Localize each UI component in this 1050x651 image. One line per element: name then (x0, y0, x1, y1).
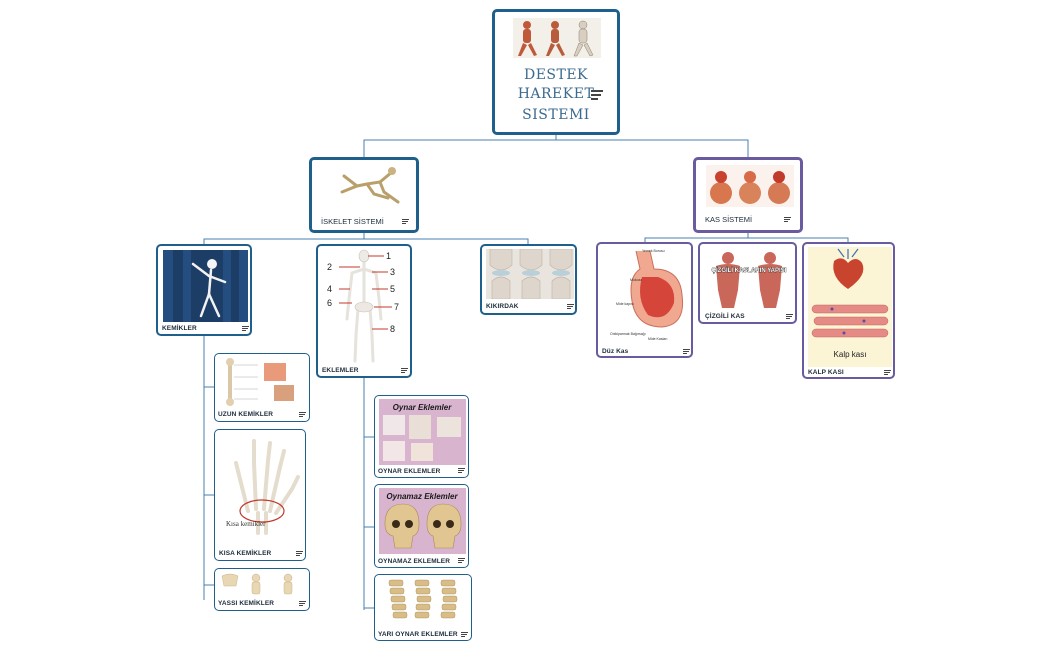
kikirdak-node[interactable]: KIKIRDAK (480, 244, 577, 315)
stomach-smooth-muscle-image: Yemek Borusu Mukoza Mide kapısı Onikipar… (602, 247, 690, 345)
hand-bones-image: Kısa kemikler (226, 439, 300, 535)
oynamaz-eklemler-node[interactable]: Oynamaz Eklemler OYNAMAZ EKLEMLER (374, 484, 469, 568)
long-bone-diagram-image (218, 357, 306, 407)
joint-number-2: 2 (327, 262, 332, 272)
oynar-eklemler-node[interactable]: Oynar Eklemler OYNAR EKLEMLER (374, 395, 469, 478)
oynamaz-eklemler-label: OYNAMAZ EKLEMLER (378, 558, 451, 565)
eklemler-node[interactable]: 1 2 3 4 5 6 7 8 EKLEMLER (316, 244, 412, 378)
uzun-kemikler-node[interactable]: UZUN KEMİKLER (214, 353, 310, 422)
root-title-line2: HAREKET (517, 86, 595, 102)
runners-image (513, 18, 601, 58)
oynamaz-eklemler-image-title: Oynamaz Eklemler (386, 492, 458, 501)
striated-muscle-image: ÇİZGİLİ KASLARIN YAPISI (706, 248, 792, 310)
uzun-kemikler-label: UZUN KEMİKLER (218, 411, 274, 418)
fixed-joints-skull-image: Oynamaz Eklemler (379, 488, 466, 554)
joint-number-7: 7 (394, 302, 399, 312)
yassi-kemikler-node[interactable]: YASSI KEMİKLER (214, 568, 310, 611)
movable-joints-image: Oynar Eklemler (379, 399, 466, 465)
kas-sistemi-label: KAS SİSTEMİ (705, 215, 753, 224)
spine-image (379, 578, 467, 626)
notes-icon[interactable] (683, 349, 690, 354)
notes-icon[interactable] (299, 601, 306, 606)
notes-icon[interactable] (402, 219, 409, 224)
kisa-kemikler-label: KISA KEMİKLER (219, 550, 272, 557)
dancing-skeleton-image (163, 250, 248, 322)
yari-oynar-eklemler-node[interactable]: YARI OYNAR EKLEMLER (374, 574, 472, 641)
kisa-kemikler-annotation: Kısa kemikler (226, 520, 266, 528)
cizgili-kas-node[interactable]: ÇİZGİLİ KASLARIN YAPISI ÇİZGİLİ KAS (698, 242, 797, 324)
notes-icon[interactable] (786, 314, 793, 319)
kemikler-node[interactable]: KEMİKLER (156, 244, 252, 336)
root-node[interactable]: DESTEK HAREKET SISTEMI (492, 9, 620, 135)
joint-number-1: 1 (386, 251, 391, 261)
root-title-line1: DESTEK (523, 67, 589, 83)
notes-icon[interactable] (884, 370, 891, 375)
annotation-mide-kapisi: Mide kapısı (616, 302, 634, 306)
annotation-onikiparmak: Onikiparmak Bağırsağı (610, 332, 646, 336)
joint-number-6: 6 (327, 298, 332, 308)
joint-number-3: 3 (390, 267, 395, 277)
oynar-eklemler-label: OYNAR EKLEMLER (378, 468, 441, 475)
notes-icon[interactable] (567, 304, 574, 309)
kas-sistemi-node[interactable]: KAS SİSTEMİ (693, 157, 803, 233)
root-title-line3: SISTEMI (522, 107, 590, 123)
yari-oynar-eklemler-label: YARI OYNAR EKLEMLER (378, 631, 458, 638)
kemikler-label: KEMİKLER (162, 325, 197, 332)
notes-icon[interactable] (299, 412, 306, 417)
flat-bones-image (221, 573, 293, 595)
notes-icon[interactable] (242, 326, 249, 331)
yassi-kemikler-label: YASSI KEMİKLER (218, 600, 275, 607)
iskelet-sistemi-label: İSKELET SİSTEMİ (321, 217, 384, 226)
notes-icon[interactable] (401, 368, 408, 373)
kisa-kemikler-node[interactable]: Kısa kemikler KISA KEMİKLER (214, 429, 306, 561)
notes-icon[interactable] (461, 632, 468, 637)
duz-kas-node[interactable]: Yemek Borusu Mukoza Mide kapısı Onikipar… (596, 242, 693, 358)
notes-icon[interactable] (296, 551, 303, 556)
notes-icon[interactable] (458, 558, 465, 563)
iskelet-sistemi-node[interactable]: İSKELET SİSTEMİ (309, 157, 419, 233)
annotation-mide-kaslari: Mide Kasları (648, 337, 667, 341)
kalp-kasi-label: KALP KASI (808, 369, 844, 376)
muscle-types-image (706, 165, 794, 207)
notes-icon[interactable] (591, 90, 603, 100)
oynar-eklemler-image-title: Oynar Eklemler (393, 403, 453, 412)
annotation-yemek-borusu: Yemek Borusu (642, 249, 665, 253)
duz-kas-label: Düz Kas (602, 348, 629, 355)
kalp-kasi-node[interactable]: Kalp kası KALP KASI (802, 242, 895, 379)
joint-number-8: 8 (390, 324, 395, 334)
notes-icon[interactable] (784, 217, 791, 222)
kikirdak-label: KIKIRDAK (486, 303, 519, 310)
skeleton-jumping-image (340, 167, 400, 204)
joint-number-4: 4 (327, 284, 332, 294)
cizgili-kas-image-title: ÇİZGİLİ KASLARIN YAPISI (712, 267, 787, 274)
annotation-mukoza: Mukoza (630, 278, 642, 282)
cizgili-kas-label: ÇİZGİLİ KAS (705, 313, 745, 320)
cardiac-muscle-image: Kalp kası (808, 247, 892, 367)
kalp-kasi-image-caption: Kalp kası (834, 350, 867, 359)
knee-cartilage-image (486, 249, 574, 299)
notes-icon[interactable] (458, 468, 465, 473)
numbered-skeleton-image: 1 2 3 4 5 6 7 8 (327, 249, 399, 363)
eklemler-label: EKLEMLER (322, 367, 359, 374)
joint-number-5: 5 (390, 284, 395, 294)
